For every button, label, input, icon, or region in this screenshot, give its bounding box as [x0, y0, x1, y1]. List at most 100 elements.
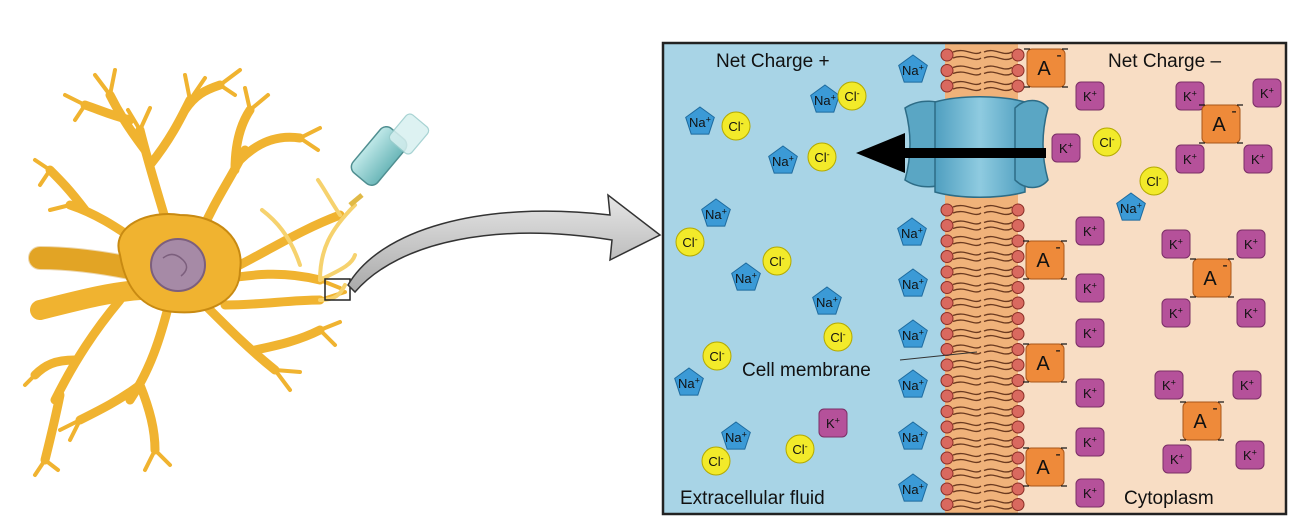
- sodium-ion: Na+: [898, 54, 928, 83]
- svg-text:-: -: [1222, 257, 1227, 274]
- sodium-ion: Na+: [898, 268, 928, 297]
- chloride-ion: Cl-: [823, 322, 853, 352]
- phospholipid: [940, 374, 1025, 387]
- anion: A-: [1199, 103, 1243, 144]
- potassium-ion: K+: [1175, 144, 1205, 174]
- svg-text:K+: K+: [1083, 434, 1097, 450]
- phospholipid: [940, 48, 1025, 62]
- cell-membrane-label: Cell membrane: [742, 360, 871, 381]
- sodium-ion: Na+: [768, 145, 798, 174]
- chloride-ion: Cl-: [1139, 166, 1169, 196]
- svg-text:Cl-: Cl-: [1146, 173, 1161, 189]
- membrane-pointer-line: [899, 351, 978, 361]
- svg-text:Na+: Na+: [735, 270, 757, 286]
- phospholipid: [940, 405, 1025, 418]
- phospholipid: [940, 498, 1025, 511]
- svg-text:A: A: [1203, 268, 1217, 290]
- svg-text:-: -: [1055, 342, 1060, 359]
- svg-text:K+: K+: [1183, 88, 1197, 104]
- svg-text:Na+: Na+: [902, 327, 924, 343]
- svg-text:Cl-: Cl-: [1099, 134, 1114, 150]
- net-charge-negative-label: Net Charge –: [1108, 51, 1221, 72]
- svg-text:K+: K+: [1243, 447, 1257, 463]
- svg-text:K+: K+: [1183, 151, 1197, 167]
- sodium-ion: Na+: [701, 198, 731, 227]
- zoom-box: [324, 278, 351, 301]
- svg-text:K+: K+: [1240, 377, 1254, 393]
- potassium-ion: K+: [1161, 229, 1191, 259]
- anion: A-: [1024, 47, 1068, 88]
- neuron-illustration: [23, 68, 347, 477]
- electrode-icon: [348, 113, 430, 207]
- svg-text:K+: K+: [1083, 88, 1097, 104]
- svg-text:-: -: [1055, 239, 1060, 256]
- sodium-ion: Na+: [810, 84, 840, 113]
- svg-text:Na+: Na+: [705, 206, 727, 222]
- sodium-ion: Na+: [1116, 192, 1146, 221]
- phospholipid: [940, 343, 1025, 356]
- sodium-ion: Na+: [898, 319, 928, 348]
- svg-text:Na+: Na+: [902, 429, 924, 445]
- phospholipid: [940, 358, 1025, 372]
- potassium-ion: K+: [1161, 298, 1191, 328]
- svg-text:-: -: [1212, 400, 1217, 417]
- svg-text:K+: K+: [1251, 151, 1265, 167]
- phospholipid: [940, 203, 1025, 217]
- potassium-ion: K+: [1075, 478, 1105, 508]
- potassium-ion: K+: [1243, 144, 1273, 174]
- svg-text:K+: K+: [1083, 325, 1097, 341]
- net-charge-positive-label: Net Charge +: [716, 51, 830, 72]
- anion: A-: [1180, 400, 1224, 441]
- phospholipid: [940, 327, 1025, 341]
- svg-text:Na+: Na+: [901, 225, 923, 241]
- svg-text:Na+: Na+: [902, 377, 924, 393]
- nucleus: [150, 238, 206, 292]
- anion: A-: [1023, 446, 1067, 487]
- svg-text:K+: K+: [1169, 236, 1183, 252]
- potassium-ion: K+: [1075, 81, 1105, 111]
- sodium-ion: Na+: [898, 369, 928, 398]
- phospholipid: [940, 467, 1025, 480]
- phospholipid: [940, 296, 1025, 310]
- svg-text:Na+: Na+: [678, 375, 700, 391]
- phospholipid: [940, 79, 1025, 93]
- svg-text:Cl-: Cl-: [708, 453, 723, 469]
- svg-text:Na+: Na+: [902, 62, 924, 78]
- potassium-ion: K+: [1175, 81, 1205, 111]
- nucleolus: [162, 253, 188, 277]
- ion-channel-icon: [904, 96, 1049, 198]
- chloride-ion: Cl-: [701, 446, 731, 476]
- panel-border: [661, 41, 1288, 516]
- svg-text:K+: K+: [1244, 236, 1258, 252]
- anion: A-: [1190, 257, 1234, 298]
- extracellular-fluid-label: Extracellular fluid: [680, 488, 825, 509]
- svg-text:K+: K+: [1169, 305, 1183, 321]
- svg-text:Cl-: Cl-: [792, 441, 807, 457]
- phospholipid: [940, 265, 1025, 279]
- svg-text:Na+: Na+: [814, 92, 836, 108]
- svg-text:K+: K+: [1083, 280, 1097, 296]
- chloride-ion: Cl-: [675, 227, 705, 257]
- svg-text:Na+: Na+: [725, 429, 747, 445]
- phospholipid: [940, 420, 1025, 434]
- svg-text:K+: K+: [1083, 385, 1097, 401]
- flow-arrow-icon: [856, 133, 1046, 173]
- chloride-ion: Cl-: [807, 142, 837, 172]
- phospholipid: [940, 312, 1025, 325]
- phospholipid: [940, 281, 1025, 294]
- chloride-ion: Cl-: [762, 246, 792, 276]
- svg-text:K+: K+: [1162, 377, 1176, 393]
- svg-text:A: A: [1036, 250, 1050, 272]
- svg-text:A: A: [1212, 114, 1226, 136]
- svg-text:Cl-: Cl-: [709, 348, 724, 364]
- potassium-ion: K+: [818, 408, 848, 438]
- phospholipid: [940, 436, 1025, 449]
- svg-text:K+: K+: [1260, 85, 1274, 101]
- potassium-ion: K+: [1075, 378, 1105, 408]
- svg-text:-: -: [1231, 103, 1236, 120]
- potassium-ion: K+: [1236, 229, 1266, 259]
- svg-text:A: A: [1036, 457, 1050, 479]
- svg-text:-: -: [1056, 47, 1061, 64]
- phospholipid: [940, 250, 1025, 263]
